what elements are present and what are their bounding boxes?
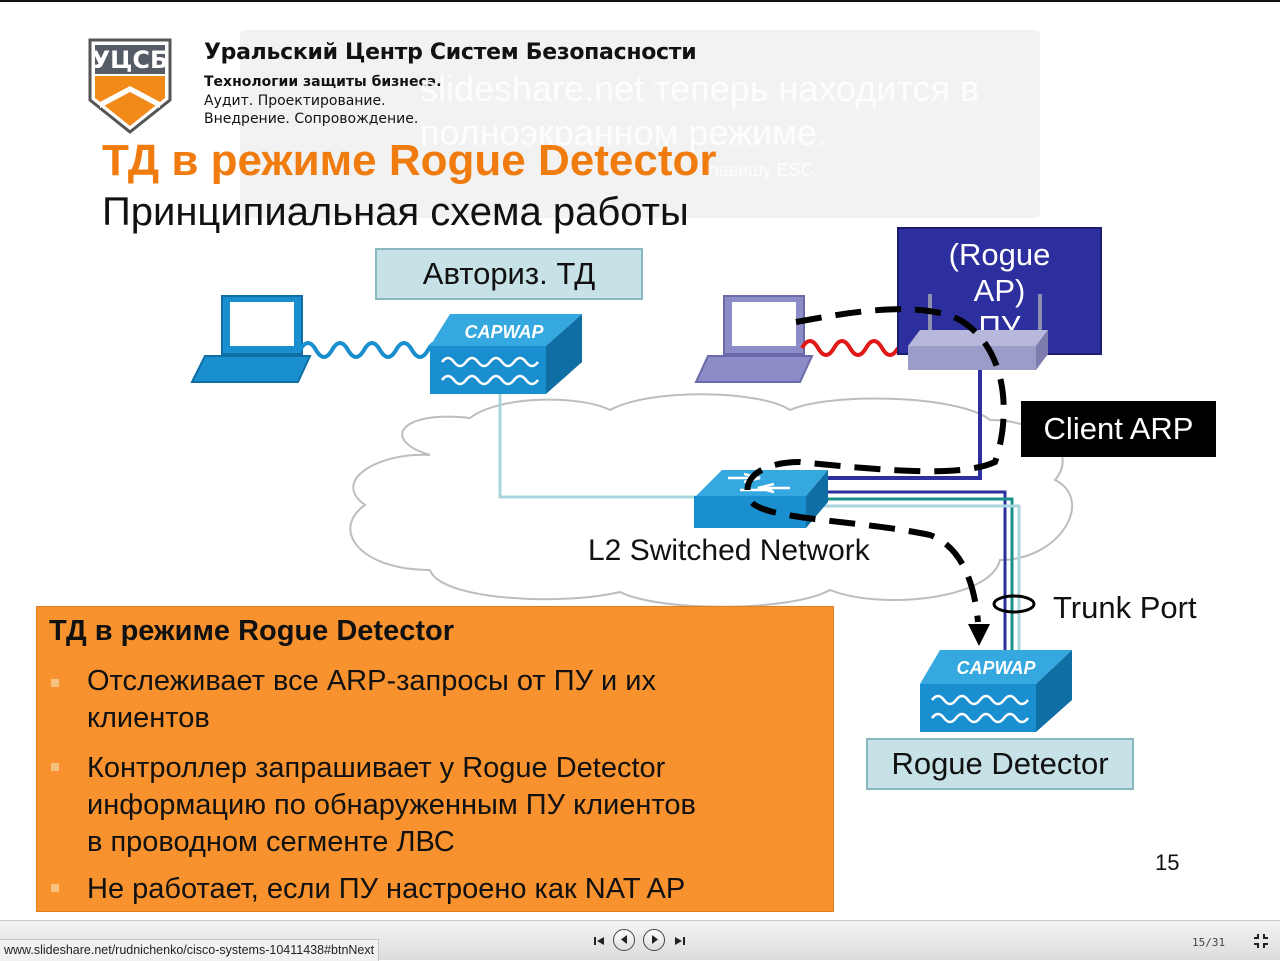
wireless-link-red — [800, 339, 900, 357]
ucsb-logo: УЦСБ — [88, 38, 172, 134]
fullscreen-notice-line-3: клавишу ESC. — [700, 160, 819, 180]
rogue-ap-wire — [822, 368, 982, 480]
skip-last-icon[interactable] — [673, 934, 687, 948]
rogue-ap-label-2: AP) — [973, 273, 1026, 308]
fullscreen-notice-line-2: полноэкранном режиме. — [420, 112, 827, 153]
bullet-text-2: Контроллер запрашивает у Rogue Detector … — [87, 750, 696, 861]
trunk-port-marker — [992, 594, 1036, 614]
rogue-ap-label-1: (Rogue — [948, 237, 1051, 272]
prev-icon[interactable] — [613, 929, 635, 951]
panel-title: ТД в режиме Rogue Detector — [49, 615, 454, 647]
slide: УЦСБ Уральский Центр Систем Безопасности… — [0, 0, 1280, 912]
rogue-router-icon — [908, 294, 1048, 370]
trunk-wire-3 — [822, 504, 1021, 650]
rogue-detector-label: Rogue Detector — [866, 738, 1134, 790]
bullet-line: Не работает, если ПУ настроено как NAT A… — [87, 873, 686, 905]
exit-fullscreen-icon[interactable] — [1252, 932, 1270, 950]
network-diagram: CAPWAP CAPWAP — [190, 295, 1074, 732]
laptop-icon — [190, 295, 312, 383]
org-name: Уральский Центр Систем Безопасности — [204, 40, 697, 65]
fullscreen-notice-line-1: slideshare.net теперь находится в — [420, 68, 980, 109]
trunk-port-label: Trunk Port — [1053, 590, 1197, 625]
org-tagline-1: Технологии защиты бизнеса. — [204, 74, 442, 90]
bullet-line: клиентов — [87, 702, 210, 734]
rogue-detector-ap-icon: CAPWAP — [920, 650, 1072, 732]
fullscreen-notice: slideshare.net теперь находится в полноэ… — [240, 30, 1040, 218]
org-tagline-3: Внедрение. Сопровождение. — [204, 111, 419, 127]
logo-text: УЦСБ — [92, 46, 169, 74]
bullet-line: Отслеживает все ARP-запросы от ПУ и их — [87, 665, 656, 697]
arp-arrow-head — [968, 624, 990, 646]
network-label: L2 Switched Network — [588, 534, 870, 567]
skip-first-icon[interactable] — [592, 934, 606, 948]
auth-ap-label: Авториз. ТД — [375, 248, 643, 300]
capwap-ap-icon: CAPWAP — [430, 314, 582, 394]
bullet-line: Контроллер запрашивает у Rogue Detector — [87, 752, 666, 784]
page-number: 15 — [1155, 850, 1180, 875]
bullet-marker — [51, 884, 59, 892]
wireless-link-blue — [298, 341, 446, 359]
capwap-label: CAPWAP — [464, 322, 544, 342]
status-url: www.slideshare.net/rudnichenko/cisco-sys… — [0, 939, 380, 961]
client-arp-label: Client ARP — [1021, 401, 1216, 457]
bullet-text-1: Отслеживает все ARP-запросы от ПУ и их к… — [87, 663, 656, 737]
org-tagline-2: Аудит. Проектирование. — [204, 93, 386, 109]
bullet-text-3: Не работает, если ПУ настроено как NAT A… — [87, 871, 685, 908]
bullet-line: информацию по обнаруженным ПУ клиентов — [87, 789, 696, 821]
next-icon[interactable] — [643, 929, 665, 951]
top-border — [0, 0, 1280, 2]
trunk-wire-2 — [822, 497, 1014, 650]
bullet-marker — [51, 763, 59, 771]
slide-subtitle: Принципиальная схема работы — [102, 190, 689, 234]
capwap-label-2: CAPWAP — [956, 658, 1036, 678]
slide-title: ТД в режиме Rogue Detector — [102, 136, 717, 185]
auth-ap-wire — [498, 392, 720, 499]
bullet-marker — [51, 679, 59, 687]
bullet-line: в проводном сегменте ЛВС — [87, 826, 455, 858]
arp-dashed-path — [744, 306, 1007, 623]
switch-icon — [694, 470, 828, 528]
description-panel: ТД в режиме Rogue Detector Отслеживает в… — [36, 606, 834, 912]
client-laptop-icon — [694, 295, 814, 383]
slide-counter: 15/31 — [1192, 936, 1226, 949]
rogue-router-overlay — [744, 294, 1048, 623]
